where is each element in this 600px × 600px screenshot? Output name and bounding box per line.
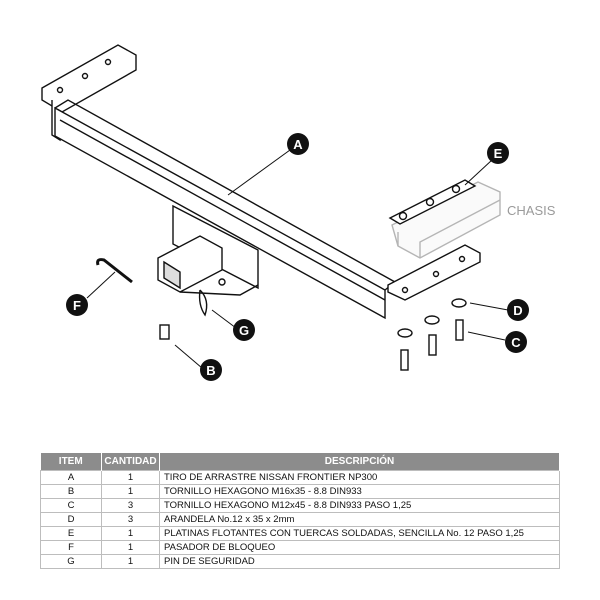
callout-e: E <box>487 142 509 164</box>
bolts <box>159 319 464 371</box>
header-item: ITEM <box>40 453 102 471</box>
chasis-label: CHASIS <box>507 203 556 218</box>
cell-qty: 1 <box>101 554 160 569</box>
cell-item: B <box>40 484 102 499</box>
cell-qty: 1 <box>101 526 160 541</box>
header-qty: CANTIDAD <box>101 453 160 471</box>
header-desc: DESCRIPCIÓN <box>159 453 560 471</box>
left-bracket <box>41 44 137 113</box>
cell-item: G <box>40 554 102 569</box>
cell-qty: 3 <box>101 498 160 513</box>
table-header: ITEM CANTIDAD DESCRIPCIÓN <box>40 453 560 471</box>
hitch-drawing <box>41 44 509 371</box>
cell-qty: 3 <box>101 512 160 527</box>
crossbar <box>54 106 386 320</box>
cell-item: F <box>40 540 102 555</box>
callout-f: F <box>66 294 88 316</box>
cell-desc: PLATINAS FLOTANTES CON TUERCAS SOLDADAS,… <box>159 526 560 541</box>
washers <box>397 298 467 338</box>
chassis-rail <box>391 181 501 259</box>
cell-qty: 1 <box>101 470 160 485</box>
cell-item: C <box>40 498 102 513</box>
callout-d: D <box>507 299 529 321</box>
cell-desc: PASADOR DE BLOQUEO <box>159 540 560 555</box>
cell-desc: ARANDELA No.12 x 35 x 2mm <box>159 512 560 527</box>
cell-item: A <box>40 470 102 485</box>
cell-desc: TIRO DE ARRASTRE NISSAN FRONTIER NP300 <box>159 470 560 485</box>
callout-b: B <box>200 359 222 381</box>
callout-g: G <box>233 319 255 341</box>
cell-desc: TORNILLO HEXAGONO M16x35 - 8.8 DIN933 <box>159 484 560 499</box>
callout-a: A <box>287 133 309 155</box>
cell-qty: 1 <box>101 484 160 499</box>
cell-item: E <box>40 526 102 541</box>
cell-desc: TORNILLO HEXAGONO M12x45 - 8.8 DIN933 PA… <box>159 498 560 513</box>
cell-item: D <box>40 512 102 527</box>
cell-desc: PIN DE SEGURIDAD <box>159 554 560 569</box>
locking-pin <box>96 258 133 284</box>
callout-c: C <box>505 331 527 353</box>
safety-pin <box>198 289 208 317</box>
cell-qty: 1 <box>101 540 160 555</box>
